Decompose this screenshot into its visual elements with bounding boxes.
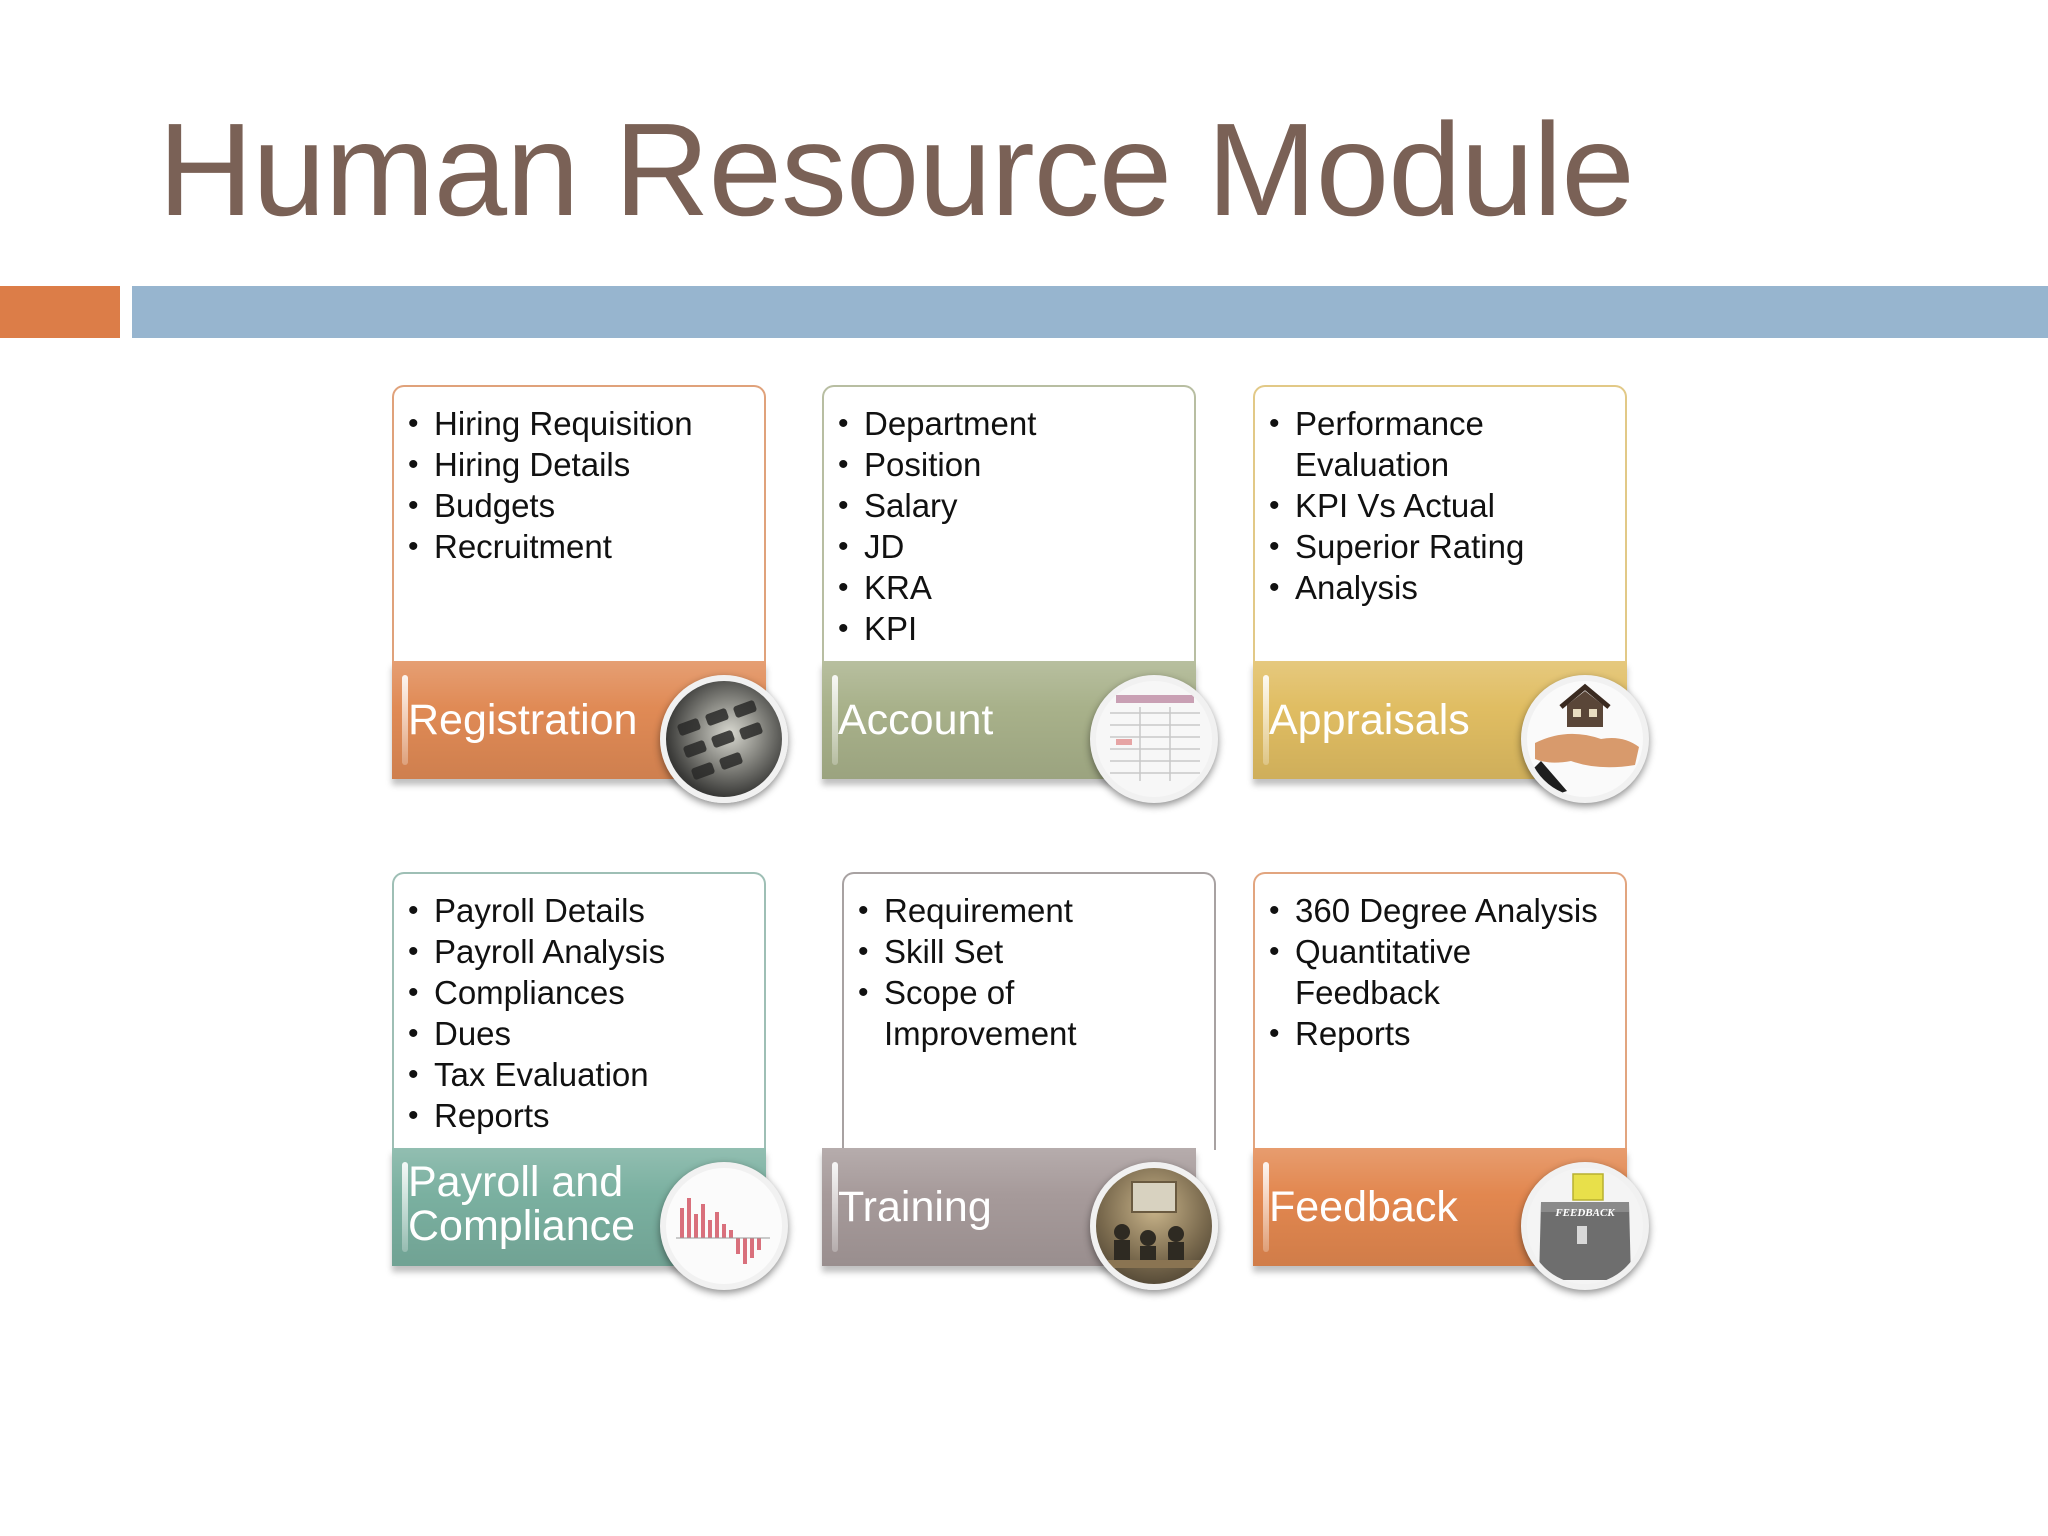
- list-item: Hiring Requisition: [408, 403, 754, 444]
- list-item: KPI: [838, 608, 1184, 649]
- bullet-list: Payroll Details Payroll Analysis Complia…: [394, 874, 764, 1136]
- list-item: Payroll Analysis: [408, 931, 754, 972]
- list-item: JD: [838, 526, 1184, 567]
- house-in-hand-photo-icon: [1521, 675, 1649, 803]
- list-item: Compliances: [408, 972, 754, 1013]
- card-label: Appraisals: [1269, 696, 1470, 744]
- card-label: Feedback: [1269, 1183, 1458, 1231]
- feedback-box-photo-icon: FEEDBACK: [1521, 1162, 1649, 1290]
- bar-chart-photo-icon: [660, 1162, 788, 1290]
- spreadsheet-photo-icon: [1090, 675, 1218, 803]
- list-item: Reports: [1269, 1013, 1615, 1054]
- list-item: Performance Evaluation: [1269, 403, 1555, 485]
- card-content-panel: Requirement Skill Set Scope of Improveme…: [842, 872, 1216, 1150]
- list-item: Tax Evaluation: [408, 1054, 754, 1095]
- slide-title: Human Resource Module: [158, 96, 1635, 243]
- list-item: Reports: [408, 1095, 754, 1136]
- list-item: Hiring Details: [408, 444, 754, 485]
- bullet-list: Department Position Salary JD KRA KPI: [824, 387, 1194, 649]
- list-item: Skill Set: [858, 931, 1204, 972]
- bullet-list: Hiring Requisition Hiring Details Budget…: [394, 387, 764, 567]
- card-label-line-2: Compliance: [408, 1202, 636, 1250]
- list-item: Dues: [408, 1013, 754, 1054]
- list-item: Superior Rating: [1269, 526, 1615, 567]
- list-item: Recruitment: [408, 526, 754, 567]
- list-item: KPI Vs Actual: [1269, 485, 1615, 526]
- card-content-panel: Hiring Requisition Hiring Details Budget…: [392, 385, 766, 663]
- list-item: Analysis: [1269, 567, 1615, 608]
- list-item: Requirement: [858, 890, 1204, 931]
- list-item: Quantitative Feedback: [1269, 931, 1525, 1013]
- keyboard-photo-icon: [660, 675, 788, 803]
- accent-bar-blue: [132, 286, 2048, 338]
- card-label: Training: [838, 1183, 992, 1231]
- list-item: Scope of Improvement: [858, 972, 1104, 1054]
- card-content-panel: Department Position Salary JD KRA KPI: [822, 385, 1196, 663]
- card-content-panel: Payroll Details Payroll Analysis Complia…: [392, 872, 766, 1150]
- list-item: Department: [838, 403, 1184, 444]
- list-item: Budgets: [408, 485, 754, 526]
- accent-bar-orange: [0, 286, 120, 338]
- bullet-list: Performance Evaluation KPI Vs Actual Sup…: [1255, 387, 1625, 608]
- card-content-panel: Performance Evaluation KPI Vs Actual Sup…: [1253, 385, 1627, 663]
- card-content-panel: 360 Degree Analysis Quantitative Feedbac…: [1253, 872, 1627, 1150]
- list-item: Salary: [838, 485, 1184, 526]
- list-item: 360 Degree Analysis: [1269, 890, 1615, 931]
- bullet-list: Requirement Skill Set Scope of Improveme…: [844, 874, 1214, 1054]
- card-label: Registration: [408, 696, 638, 744]
- card-label-line-1: Payroll and: [408, 1158, 624, 1206]
- list-item: Position: [838, 444, 1184, 485]
- list-item: Payroll Details: [408, 890, 754, 931]
- card-label: Account: [838, 696, 994, 744]
- feedback-box-text: FEEDBACK: [1554, 1207, 1615, 1219]
- bullet-list: 360 Degree Analysis Quantitative Feedbac…: [1255, 874, 1625, 1054]
- classroom-photo-icon: [1090, 1162, 1218, 1290]
- list-item: KRA: [838, 567, 1184, 608]
